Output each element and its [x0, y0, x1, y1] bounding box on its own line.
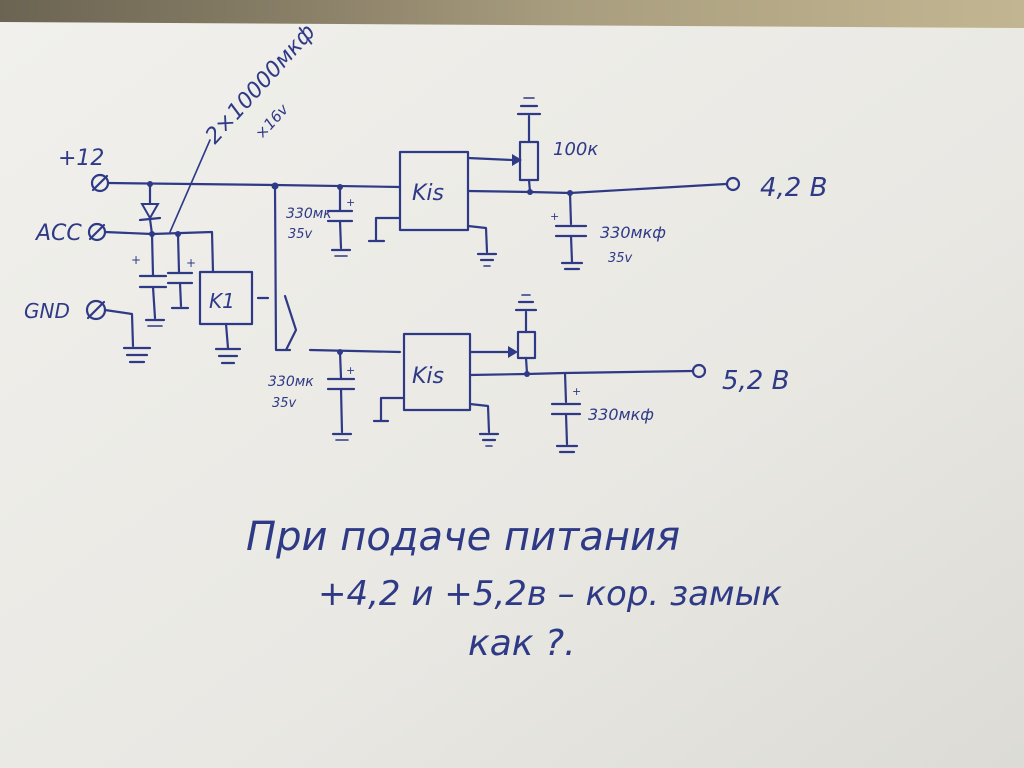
wire-bottom-input	[308, 348, 402, 354]
svg-text:+: +	[346, 364, 355, 377]
label-pointer-cap-bank	[169, 139, 211, 233]
label-out-bottom: 5,2 В	[722, 366, 789, 396]
wire-acc-rail	[103, 230, 215, 274]
label-pot-top: 100к	[553, 139, 598, 160]
terminal-out-bottom	[691, 363, 707, 379]
svg-text:+: +	[131, 253, 141, 267]
diode-d1	[138, 182, 162, 236]
label-plus12: +12	[58, 146, 104, 171]
question-line-2: +4,2 и +5,2в – кор. замык	[318, 574, 782, 614]
capacitor-out-bottom: +	[550, 371, 581, 454]
ground-symbol-gnd	[122, 346, 152, 364]
capacitor-in-bottom: +	[326, 349, 355, 441]
wire-out-bottom	[468, 369, 694, 377]
potentiometer-top	[466, 97, 542, 194]
potentiometer-bottom	[468, 294, 538, 375]
relay-k1	[198, 270, 270, 365]
label-k1: K1	[209, 289, 235, 313]
wire-reg-top-gnd-right	[466, 224, 489, 254]
wire-reg-top-gnd-left	[374, 216, 402, 242]
wire-reg-bottom-gnd-right	[468, 402, 491, 434]
label-c-out-bottom: 330мкф	[588, 405, 654, 424]
terminal-out-top	[725, 176, 741, 192]
label-gnd: GND	[24, 299, 70, 323]
wire-out-top	[466, 182, 728, 195]
capacitor-bank-c2: +	[166, 232, 196, 310]
label-c-in-top-v: 35v	[288, 227, 313, 242]
label-c-out-top-v: 35v	[608, 251, 633, 266]
wire-gnd	[103, 308, 135, 348]
label-c-in-bottom-v: 35v	[272, 396, 297, 411]
question-line-1: При подаче питания	[246, 514, 680, 560]
capacitor-out-top: +	[550, 191, 588, 271]
svg-text:+: +	[572, 385, 581, 398]
wire-reg-bottom-gnd-left	[379, 396, 406, 422]
relay-contact-switch	[283, 294, 298, 352]
label-out-top: 4,2 В	[760, 173, 827, 203]
svg-text:+: +	[550, 210, 559, 223]
label-c-out-top: 330мкф	[600, 223, 666, 242]
svg-text:+: +	[186, 256, 196, 270]
regulator-bottom	[402, 332, 472, 412]
capacitor-in-top: +	[326, 184, 355, 257]
label-reg-top: Kis	[412, 181, 444, 206]
svg-text:+: +	[346, 196, 355, 209]
label-reg-bottom: Kis	[412, 364, 444, 389]
label-c-in-top: 330мк	[286, 206, 332, 222]
label-acc: ACC	[34, 221, 82, 246]
question-line-3: как ?.	[468, 623, 576, 664]
label-c-in-bottom: 330мк	[268, 374, 314, 390]
paper-surface	[0, 22, 1024, 768]
capacitor-bank-c1: +	[131, 232, 168, 327]
